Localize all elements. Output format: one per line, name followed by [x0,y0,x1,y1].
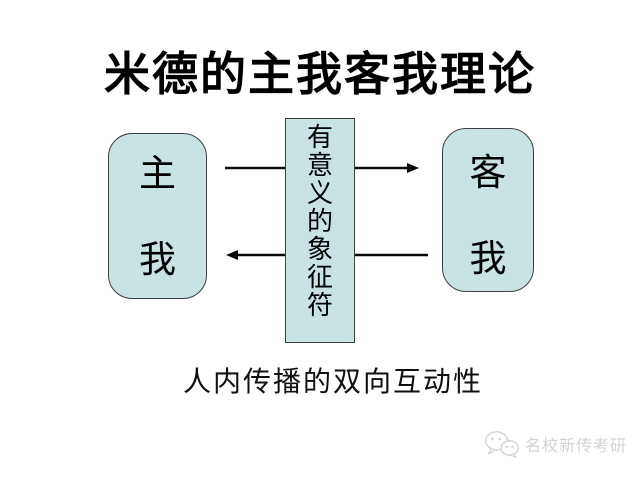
i-self-char-2: 我 [139,238,176,281]
symbol-char-4: 的 [306,207,333,237]
watermark-text: 名校新传考研 [525,436,628,455]
me-self-char-2: 我 [469,237,507,280]
symbol-char-2: 意 [306,151,333,181]
wechat-icon [485,431,519,459]
me-self-box: 客 我 [442,128,534,292]
i-self-char-1: 主 [139,152,176,195]
watermark: 名校新传考研 [484,429,627,459]
slide-title: 米德的主我客我理论 [104,47,536,101]
symbol-char-1: 有 [306,123,333,153]
i-self-box: 主 我 [108,133,207,299]
symbol-char-5: 象 [306,235,333,265]
symbol-char-3: 义 [306,179,333,209]
symbol-char-6: 征 [306,263,333,293]
slide-caption: 人内传播的双向互动性 [182,365,483,398]
meaningful-symbol-box: 有 意 义 的 象 征 符 [285,118,355,343]
symbol-char-7: 符 [306,291,333,321]
me-self-char-1: 客 [469,151,507,194]
